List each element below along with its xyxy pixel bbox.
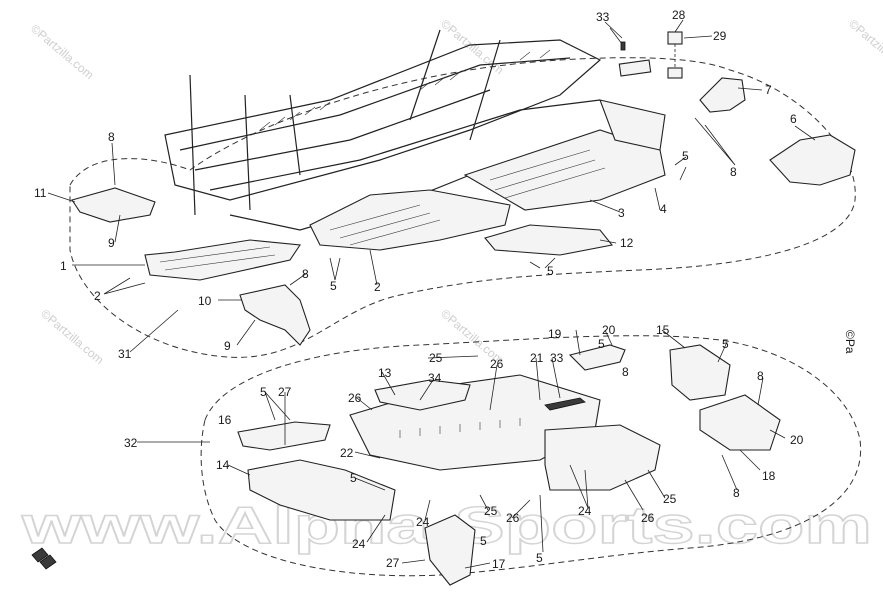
floor-center (309, 189, 511, 251)
bracket-19 (568, 344, 626, 371)
floorboard-right (463, 129, 666, 211)
plate-12 (484, 224, 613, 256)
skid-plate-15 (669, 344, 731, 401)
callout-label: 8 (730, 165, 737, 179)
guard-11 (71, 187, 156, 223)
callout-label: 7 (765, 83, 772, 97)
callout-label: 25 (663, 492, 677, 506)
main-frame (164, 29, 602, 231)
skid-plate-16 (237, 421, 331, 451)
plate-13 (374, 379, 471, 411)
callout-label: 26 (506, 511, 520, 525)
callout-label: 18 (762, 469, 776, 483)
watermark-partzilla-cut: ©Pa (843, 330, 857, 354)
callout-label: 10 (198, 294, 212, 308)
callout-label: 5 (480, 534, 487, 548)
callout-label: 20 (790, 433, 804, 447)
bracket-6 (769, 134, 856, 186)
callout-label: 24 (352, 537, 366, 551)
callout-label: 12 (620, 236, 634, 250)
callout-label: 34 (428, 371, 442, 385)
skid-plate-14 (247, 459, 396, 521)
callout-label: 4 (660, 202, 667, 216)
callout-label: 11 (34, 186, 47, 200)
callout-label: 6 (790, 112, 797, 126)
callout-label: 5 (330, 279, 337, 293)
floorboard-left (144, 239, 301, 281)
callout-label: 15 (656, 323, 670, 337)
bracket-7 (699, 77, 746, 113)
callout-label: 5 (598, 337, 605, 351)
callout-label: 24 (416, 515, 430, 529)
callout-label: 17 (492, 557, 506, 571)
lower-group-outline (200, 335, 862, 577)
callout-label: 5 (260, 385, 267, 399)
callout-label: 8 (302, 267, 309, 281)
skid-plate-25-right (544, 424, 661, 491)
skid-plate-17 (424, 514, 476, 586)
callout-label: 8 (622, 365, 629, 379)
callout-label: 5 (547, 264, 554, 278)
callout-label: 26 (490, 357, 504, 371)
watermark-partzilla: ©Partzilla.com (846, 17, 883, 78)
callout-label: 25 (429, 351, 443, 365)
logo-icon (31, 547, 57, 570)
callout-label: 2 (374, 280, 381, 294)
callout-label: 19 (548, 327, 562, 341)
callout-label: 29 (713, 29, 727, 43)
callout-labels: 33 28 29 7 6 5 8 4 3 12 5 8 11 9 1 2 5 2… (34, 8, 804, 571)
callout-label: 27 (278, 385, 292, 399)
callout-label: 32 (124, 436, 138, 450)
callout-label: 1 (60, 259, 67, 273)
watermark-partzilla: ©Partzilla.com (38, 307, 106, 368)
watermark-layer: ©Partzilla.com ©Partzilla.com ©Partzilla… (20, 17, 883, 556)
callout-label: 9 (224, 339, 231, 353)
bracket-10 (239, 284, 311, 346)
callout-label: 21 (530, 351, 544, 365)
callout-label: 8 (108, 130, 115, 144)
skid-plate-18 (699, 394, 781, 451)
callout-label: 22 (340, 446, 354, 460)
callout-label: 20 (602, 323, 616, 337)
callout-label: 9 (108, 236, 115, 250)
callout-label: 5 (722, 337, 729, 351)
callout-label: 14 (216, 458, 230, 472)
callout-label: 13 (378, 366, 392, 380)
callout-label: 5 (350, 471, 357, 485)
callout-label: 28 (672, 8, 686, 22)
callout-label: 31 (118, 347, 132, 361)
callout-label: 26 (641, 511, 655, 525)
callout-label: 2 (94, 289, 101, 303)
bar-21 (544, 397, 586, 411)
callout-label: 26 (348, 391, 362, 405)
upper-group-outline (69, 57, 856, 358)
callout-label: 16 (218, 413, 232, 427)
top-bracket-parts (609, 27, 683, 79)
leader-lines (47, 19, 816, 569)
watermark-partzilla: ©Partzilla.com (28, 22, 96, 83)
callout-label: 33 (596, 10, 610, 24)
callout-label: 5 (682, 149, 689, 163)
callout-label: 27 (386, 556, 400, 570)
callout-label: 5 (536, 551, 543, 565)
callout-label: 25 (484, 504, 498, 518)
callout-label: 8 (757, 369, 764, 383)
fender-panel-right (599, 99, 666, 151)
callout-label: 8 (733, 486, 740, 500)
callout-label: 24 (578, 504, 592, 518)
callout-label: 33 (550, 351, 564, 365)
callout-label: 3 (618, 206, 625, 220)
